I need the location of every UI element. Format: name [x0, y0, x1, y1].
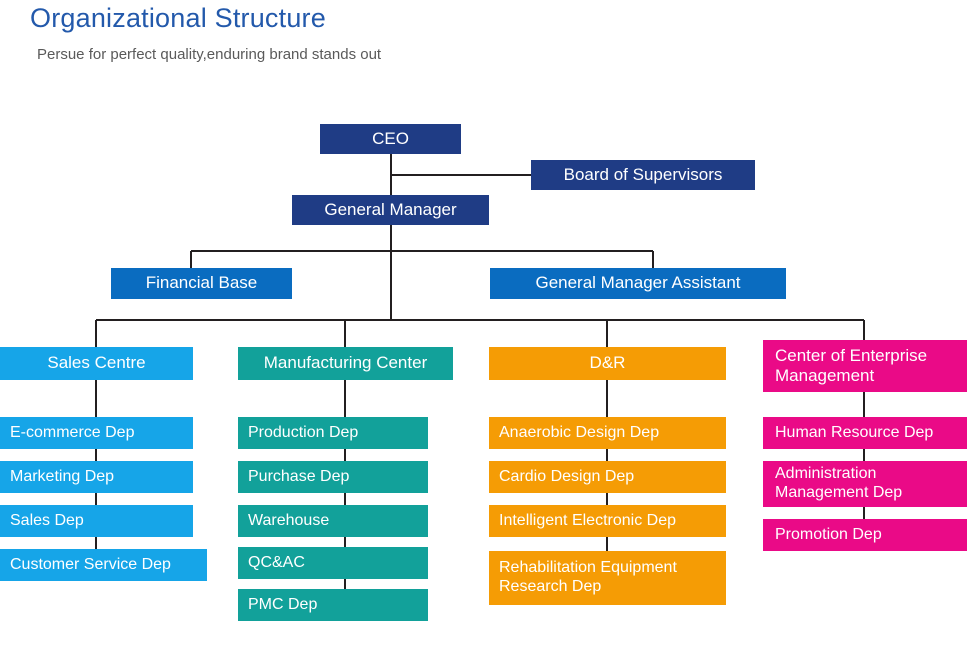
page-title: Organizational Structure: [30, 3, 326, 33]
node-general-manager-assistant[interactable]: General Manager Assistant: [490, 268, 786, 299]
node-financial-base[interactable]: Financial Base: [111, 268, 292, 299]
page-subtitle: Persue for perfect quality,enduring bran…: [37, 46, 382, 63]
list-item-qc-ac[interactable]: QC&AC: [238, 547, 428, 579]
list-item-promotion-dep[interactable]: Promotion Dep: [763, 519, 967, 551]
list-item-intelligent-electronic-dep[interactable]: Intelligent Electronic Dep: [489, 505, 726, 537]
list-item-pmc-dep[interactable]: PMC Dep: [238, 589, 428, 621]
list-item-production-dep[interactable]: Production Dep: [238, 417, 428, 449]
list-item-cardio-design-dep[interactable]: Cardio Design Dep: [489, 461, 726, 493]
node-ceo[interactable]: CEO: [320, 124, 461, 154]
column-header-sales-centre[interactable]: Sales Centre: [0, 347, 193, 380]
column-header-enterprise-management[interactable]: Center of Enterprise Management: [763, 340, 967, 392]
list-item-marketing-dep[interactable]: Marketing Dep: [0, 461, 193, 493]
list-item-administration-management-dep[interactable]: Administration Management Dep: [763, 461, 967, 507]
list-item-anaerobic-design-dep[interactable]: Anaerobic Design Dep: [489, 417, 726, 449]
list-item-human-resource-dep[interactable]: Human Resource Dep: [763, 417, 967, 449]
list-item-sales-dep[interactable]: Sales Dep: [0, 505, 193, 537]
column-header-dr[interactable]: D&R: [489, 347, 726, 380]
node-general-manager[interactable]: General Manager: [292, 195, 489, 225]
list-item-warehouse[interactable]: Warehouse: [238, 505, 428, 537]
list-item-purchase-dep[interactable]: Purchase Dep: [238, 461, 428, 493]
column-header-manufacturing-center[interactable]: Manufacturing Center: [238, 347, 453, 380]
list-item-ecommerce-dep[interactable]: E-commerce Dep: [0, 417, 193, 449]
node-board-of-supervisors[interactable]: Board of Supervisors: [531, 160, 755, 190]
list-item-customer-service-dep[interactable]: Customer Service Dep: [0, 549, 207, 581]
list-item-rehabilitation-equipment-research-dep[interactable]: Rehabilitation Equipment Research Dep: [489, 551, 726, 605]
